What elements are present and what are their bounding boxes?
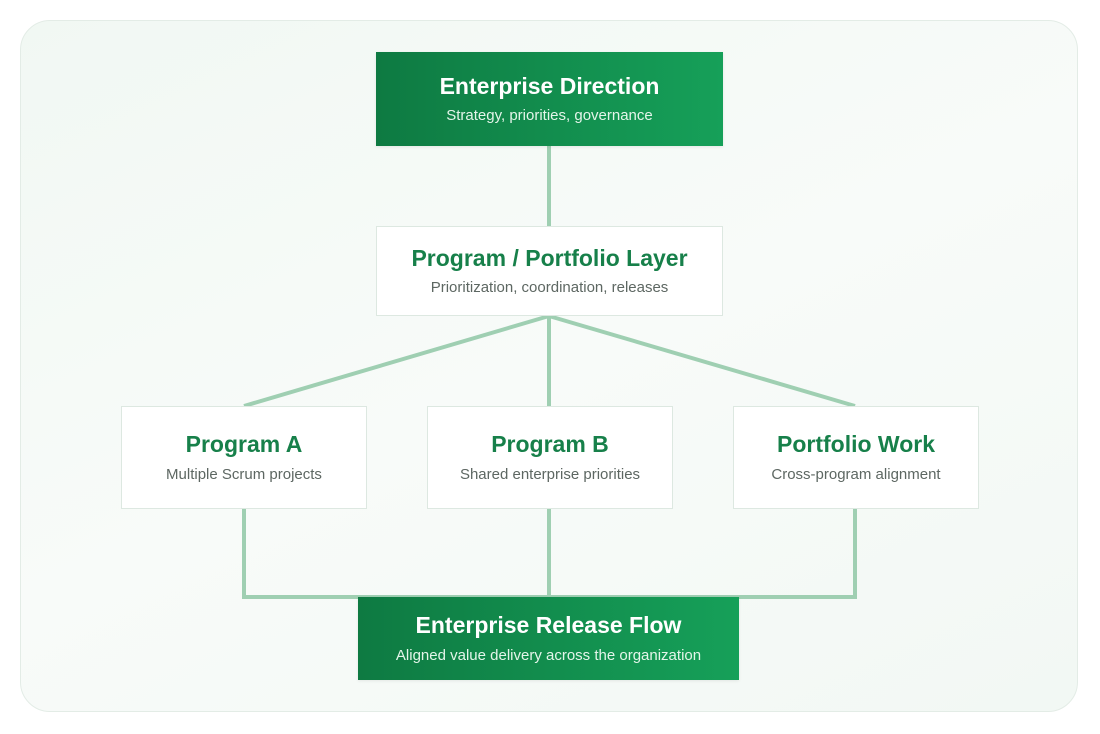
- connector-layer-to-portfolio: [548, 314, 856, 408]
- node-subtitle: Shared enterprise priorities: [459, 465, 641, 483]
- connector-layer-to-program-a: [243, 314, 550, 408]
- node-title: Portfolio Work: [776, 431, 935, 458]
- node-subtitle: Cross-program alignment: [771, 465, 941, 483]
- node-program-portfolio-layer: Program / Portfolio Layer Prioritization…: [376, 226, 723, 316]
- node-title: Program B: [491, 431, 609, 458]
- node-enterprise-release-flow: Enterprise Release Flow Aligned value de…: [358, 597, 739, 680]
- node-title: Enterprise Release Flow: [415, 612, 682, 639]
- node-subtitle: Prioritization, coordination, releases: [430, 279, 669, 297]
- node-title: Enterprise Direction: [439, 72, 660, 99]
- node-program-b: Program B Shared enterprise priorities: [427, 406, 673, 509]
- node-portfolio-work: Portfolio Work Cross-program alignment: [733, 406, 979, 509]
- node-title: Program / Portfolio Layer: [411, 244, 688, 271]
- node-title: Program A: [185, 431, 303, 458]
- node-program-a: Program A Multiple Scrum projects: [121, 406, 367, 509]
- node-subtitle: Aligned value delivery across the organi…: [395, 646, 702, 664]
- node-subtitle: Strategy, priorities, governance: [446, 107, 653, 125]
- node-enterprise-direction: Enterprise Direction Strategy, prioritie…: [376, 52, 723, 146]
- node-subtitle: Multiple Scrum projects: [166, 465, 322, 483]
